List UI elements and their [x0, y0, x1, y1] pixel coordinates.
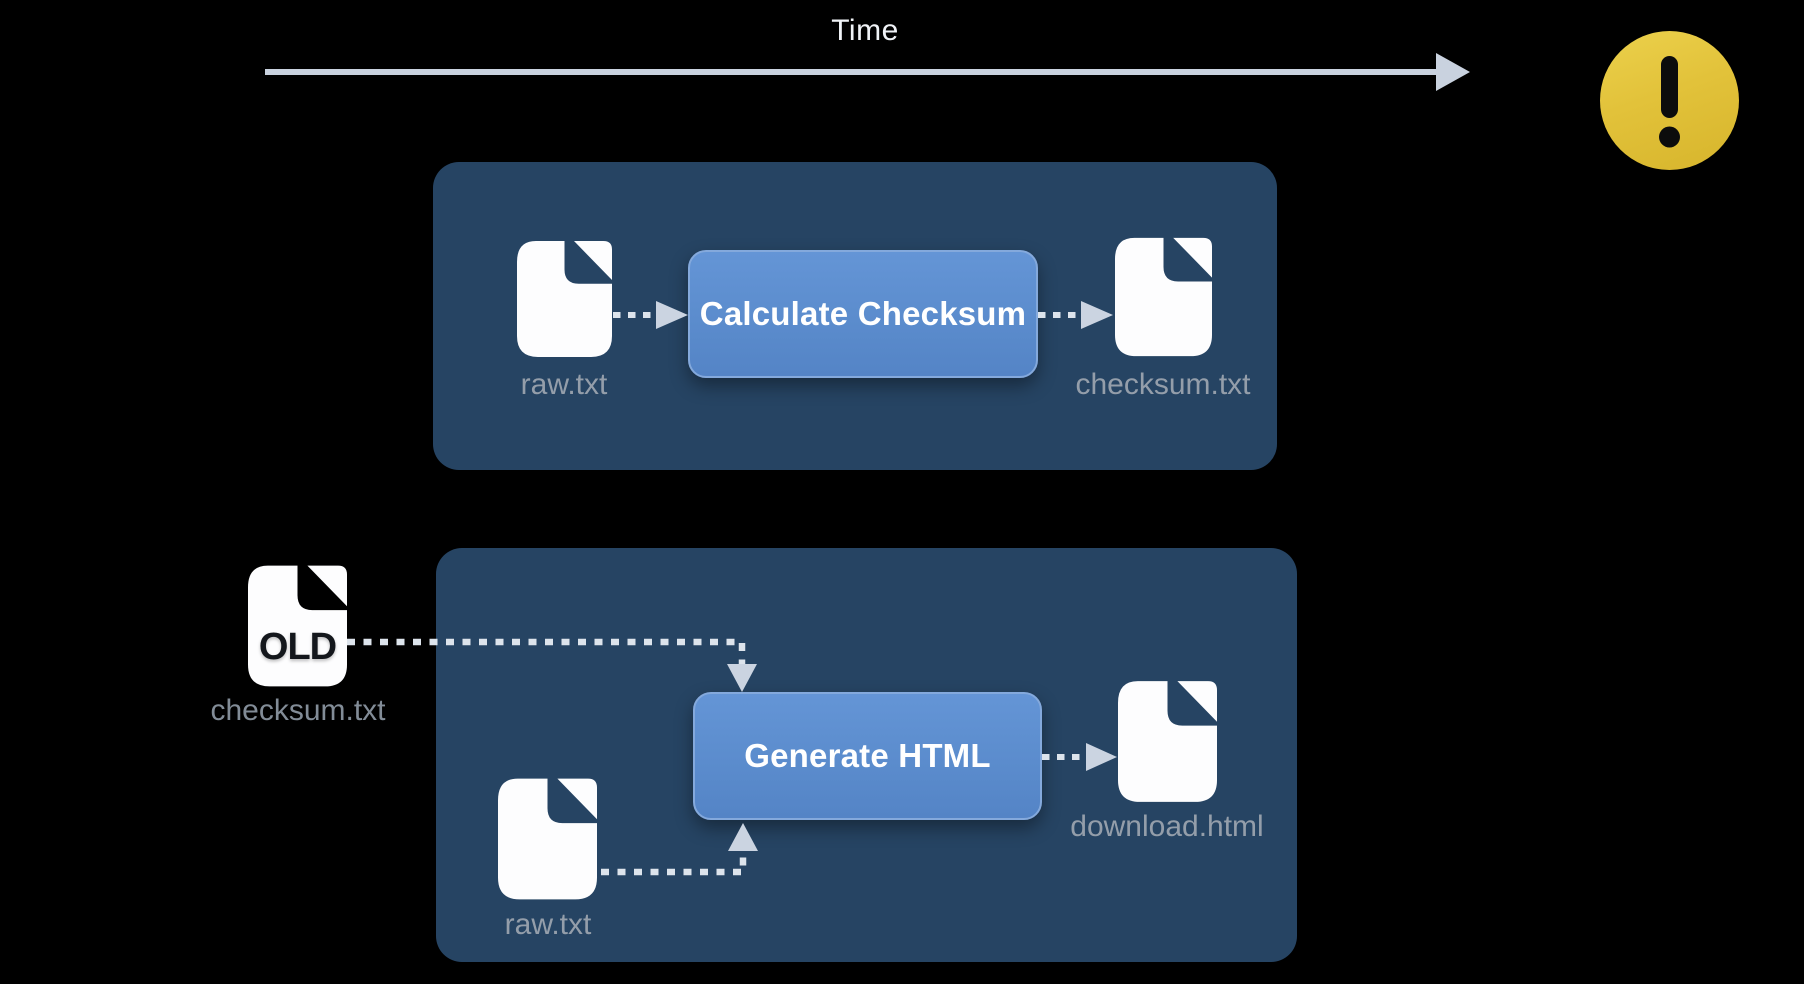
time-arrow [265, 53, 1470, 91]
old-badge: OLD [258, 626, 337, 668]
file-icon-checksum-txt [1115, 237, 1212, 357]
file-label-old-checksum: checksum.txt [210, 694, 386, 727]
file-icon-raw-txt-2 [498, 778, 597, 900]
stage-2-panel: Generate HTML raw.txt download.html [436, 548, 1297, 962]
timeline-label: Time [831, 14, 899, 47]
file-label-raw-txt-2: raw.txt [504, 908, 592, 941]
warning-icon [1600, 31, 1739, 170]
process-label: Calculate Checksum [699, 295, 1027, 332]
generate-html-node: Generate HTML [693, 692, 1042, 820]
file-label-raw-txt: raw.txt [520, 368, 608, 401]
process-label: Generate HTML [744, 737, 991, 774]
exclamation-mark-icon [1659, 56, 1680, 148]
file-icon-download-html [1118, 681, 1217, 802]
file-label-download-html: download.html [1070, 810, 1264, 843]
file-icon-old-checksum [248, 565, 347, 687]
file-icon-raw-txt [517, 241, 612, 357]
stage-1-panel: raw.txt Calculate Checksum checksum.txt [433, 162, 1277, 470]
file-label-checksum-txt: checksum.txt [1075, 368, 1251, 401]
calculate-checksum-node: Calculate Checksum [688, 250, 1038, 378]
old-checksum-file: OLD [248, 565, 347, 687]
